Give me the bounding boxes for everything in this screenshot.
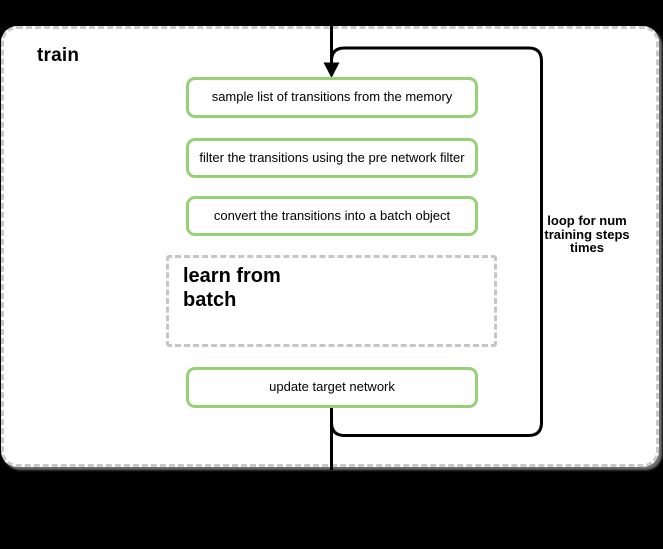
step-update-target-network: update target network [186, 367, 478, 408]
loop-annotation-line3: times [570, 240, 604, 255]
learn-from-batch-label-line2: batch [183, 289, 237, 311]
loop-annotation: loop for num training steps times [540, 214, 634, 255]
step-sample-transitions-label: sample list of transitions from the memo… [211, 89, 453, 105]
loop-annotation-line2: training steps [544, 226, 630, 242]
learn-from-batch-label-line1: learn from [183, 265, 281, 287]
step-filter-transitions-label: filter the transitions using the pre net… [199, 149, 465, 165]
learn-from-batch-group: learn from batch [166, 255, 497, 347]
step-sample-transitions: sample list of transitions from the memo… [186, 77, 478, 118]
step-convert-to-batch-label: convert the transitions into a batch obj… [213, 207, 451, 223]
step-update-target-network-label: update target network [269, 379, 395, 395]
step-filter-transitions: filter the transitions using the pre net… [186, 138, 478, 178]
train-container-title: train [37, 45, 80, 66]
step-convert-to-batch: convert the transitions into a batch obj… [186, 196, 478, 236]
loop-annotation-line1: loop for num [547, 213, 627, 228]
